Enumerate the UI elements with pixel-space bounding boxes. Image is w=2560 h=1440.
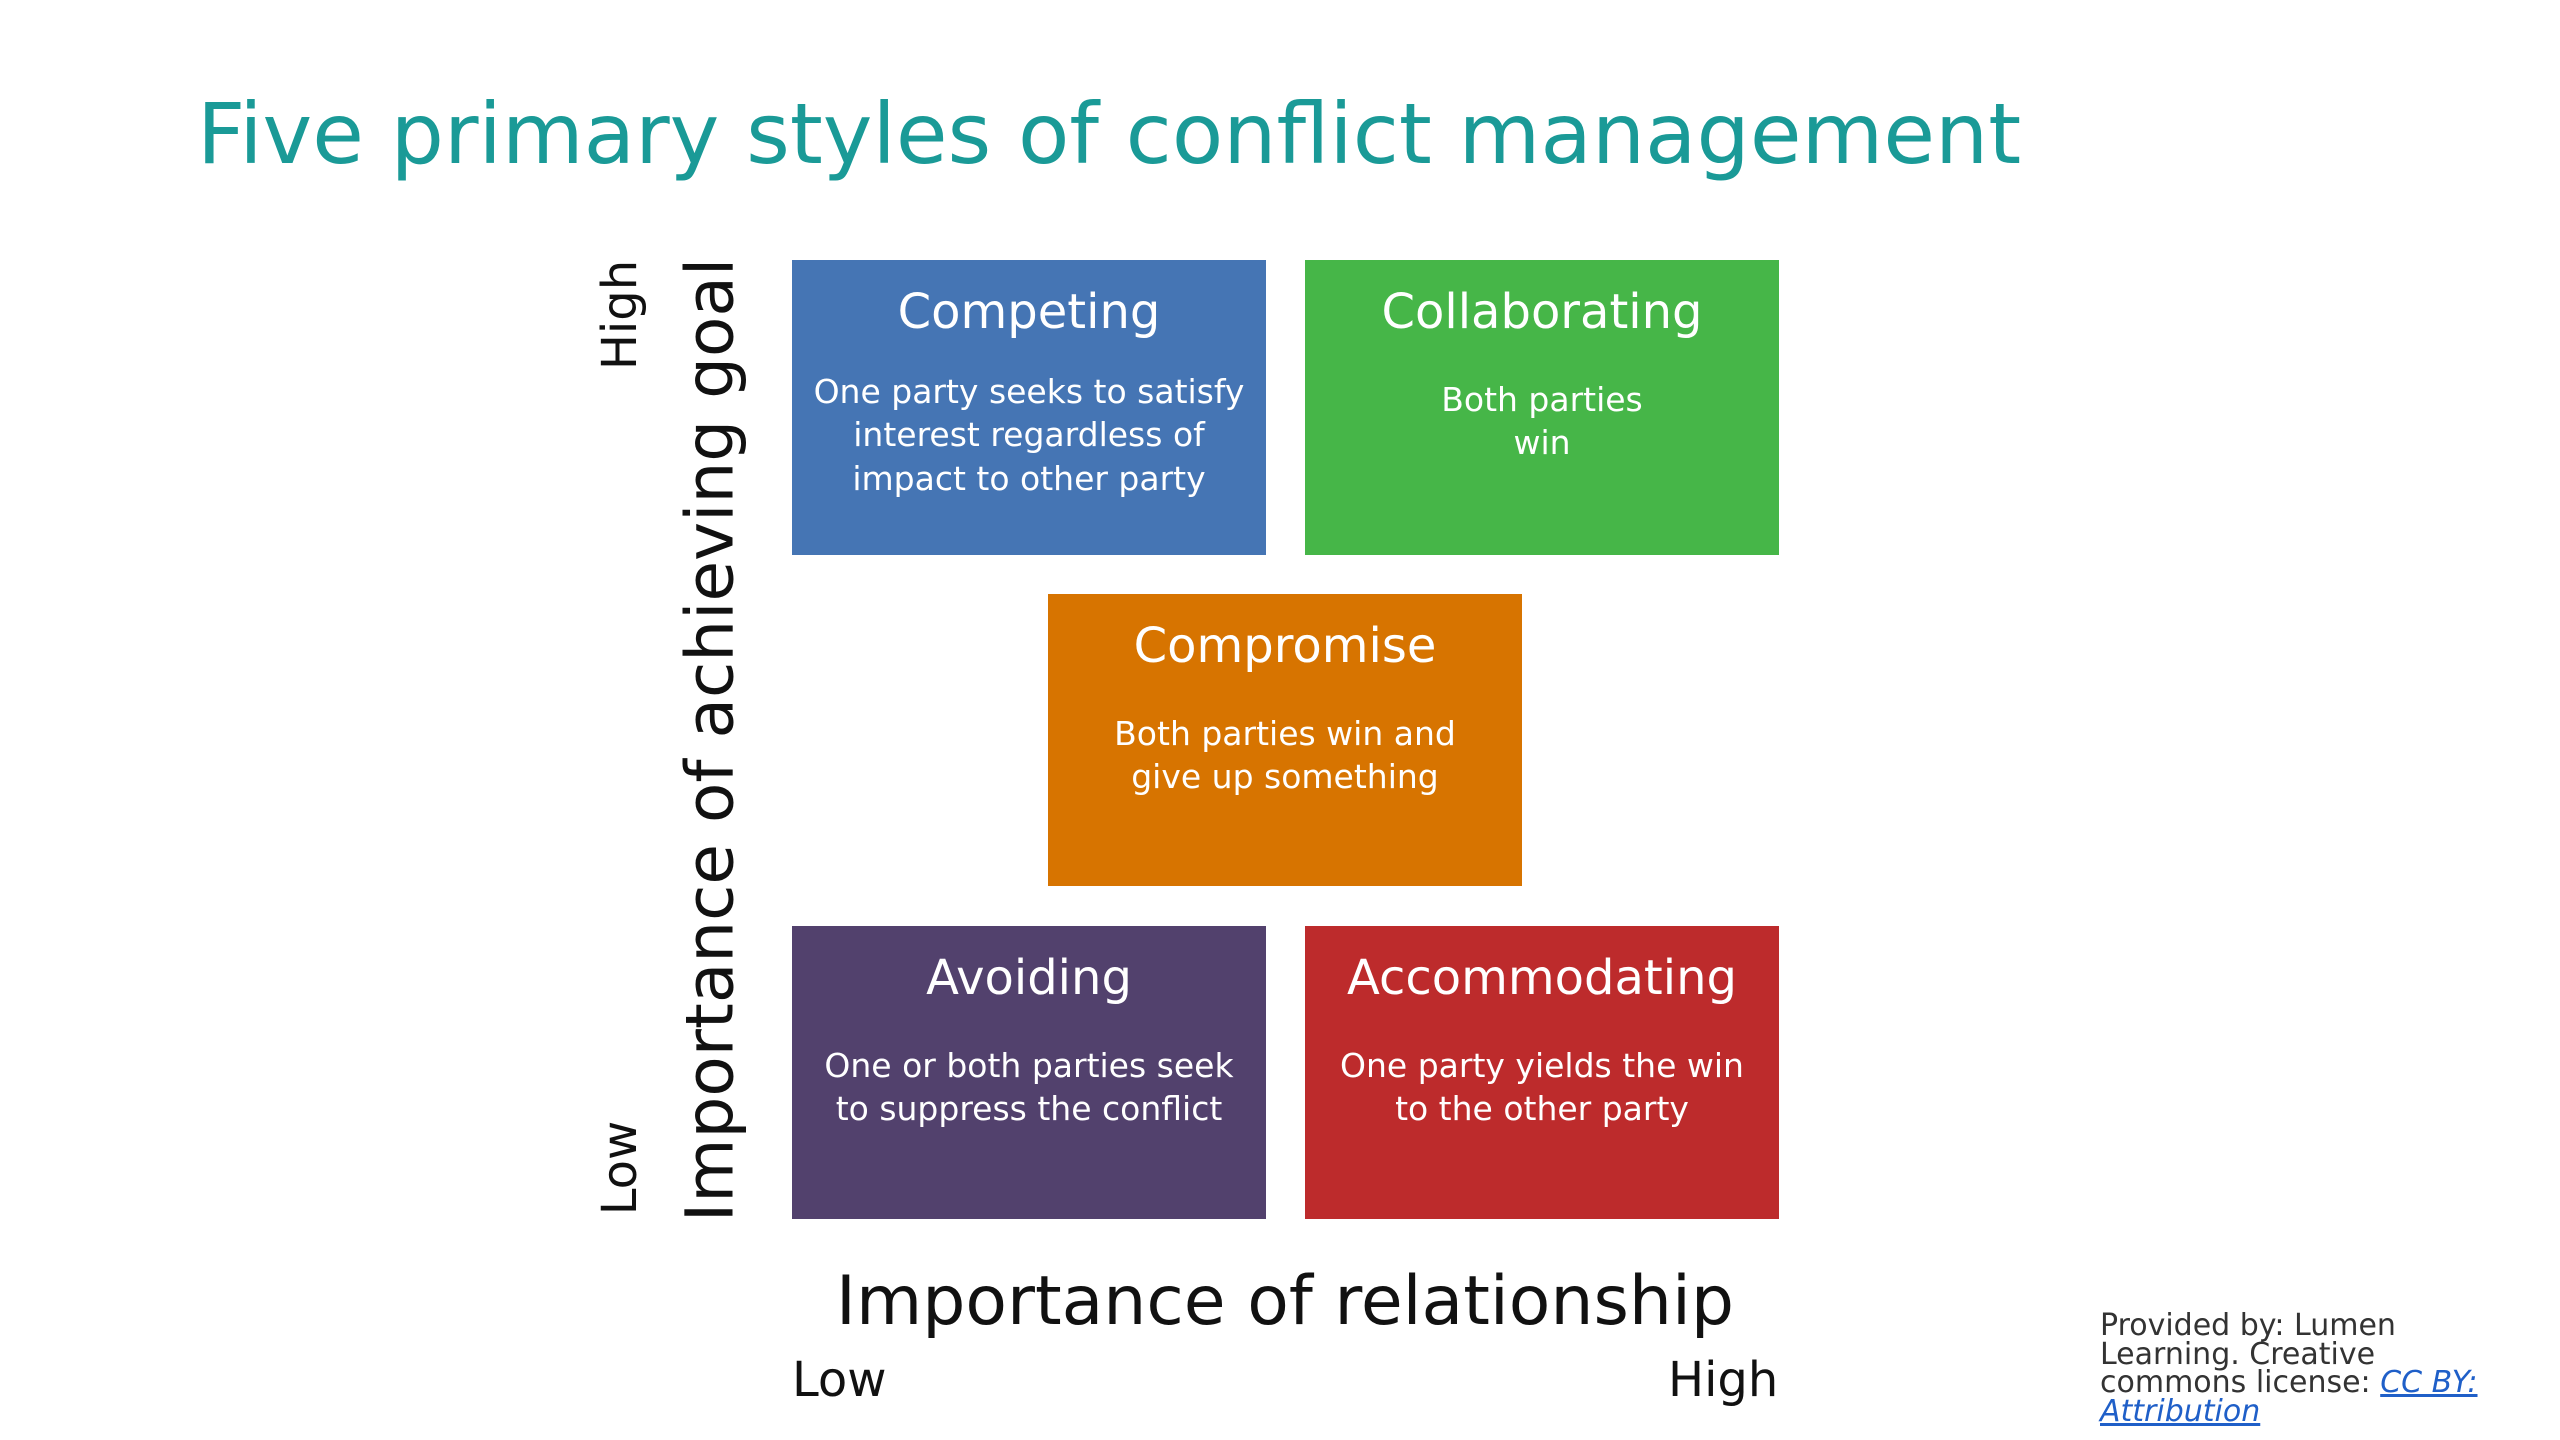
compromise-description: Both parties win and give up something xyxy=(1114,713,1456,797)
collaborating-title: Collaborating xyxy=(1381,284,1703,340)
avoiding-description: One or both parties seek to suppress the… xyxy=(824,1045,1234,1129)
credit-text: Provided by: Lumen Learning. Creative co… xyxy=(2100,1308,2396,1400)
y-axis-low-label: Low xyxy=(592,1120,648,1216)
compromise-box: Compromise Both parties win and give up … xyxy=(1048,594,1522,886)
collaborating-box: Collaborating Both parties win xyxy=(1305,260,1779,555)
credit-note: Provided by: Lumen Learning. Creative co… xyxy=(2100,1311,2530,1429)
collaborating-description: Both parties win xyxy=(1441,379,1643,463)
accommodating-box: Accommodating One party yields the win t… xyxy=(1305,926,1779,1219)
y-axis-high-label: High xyxy=(592,259,648,371)
competing-description: One party seeks to satisfy interest rega… xyxy=(813,371,1245,498)
y-axis-label: Importance of achieving goal xyxy=(671,257,749,1223)
avoiding-title: Avoiding xyxy=(926,950,1132,1006)
accommodating-title: Accommodating xyxy=(1347,950,1737,1006)
slide-title: Five primary styles of conflict manageme… xyxy=(197,85,2022,183)
competing-box: Competing One party seeks to satisfy int… xyxy=(792,260,1266,555)
x-axis-low-label: Low xyxy=(792,1352,887,1408)
x-axis-high-label: High xyxy=(1668,1352,1779,1408)
accommodating-description: One party yields the win to the other pa… xyxy=(1340,1045,1744,1129)
x-axis-label: Importance of relationship xyxy=(835,1262,1735,1341)
license-link[interactable]: CC BY: Attribution xyxy=(2100,1365,2478,1429)
competing-title: Competing xyxy=(897,284,1161,340)
avoiding-box: Avoiding One or both parties seek to sup… xyxy=(792,926,1266,1219)
compromise-title: Compromise xyxy=(1133,618,1437,674)
